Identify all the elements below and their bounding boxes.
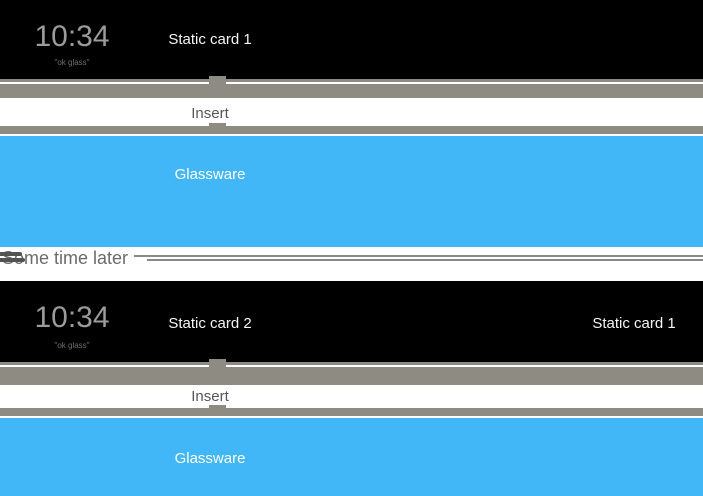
voice-hint-label: "ok glass" (54, 341, 90, 350)
insertion-marker-tab-bottom (209, 405, 226, 409)
timeline-bar-before: 10:34 "ok glass" Static card 1 (0, 0, 703, 79)
divider-line-right-1 (134, 254, 703, 257)
static-card-1-label: Static card 1 (592, 315, 676, 332)
insert-label: Insert (191, 105, 229, 122)
timeline-strip-thin (0, 79, 703, 82)
divider-line-left-1 (0, 252, 22, 256)
static-card-1-label: Static card 1 (168, 31, 252, 48)
divider-line-left-2 (0, 258, 25, 262)
clock-time: 10:34 (34, 20, 110, 53)
glassware-label: Glassware (174, 450, 246, 467)
glassware-card: Glassware (0, 418, 703, 496)
timeline-bar-after: 10:34 "ok glass" Static card 2 Static ca… (0, 281, 703, 362)
static-card-2-label: Static card 2 (168, 315, 252, 332)
insert-label: Insert (191, 388, 229, 405)
insertion-marker-tab-bottom (209, 123, 226, 127)
glassware-card: Glassware (0, 136, 703, 247)
timeline-strip-thin (0, 362, 703, 365)
divider-line-right-2 (147, 258, 703, 261)
timeline-strip-bottom (0, 126, 703, 134)
timeline-strip-thick (0, 84, 703, 98)
glassware-label: Glassware (174, 166, 246, 183)
clock-time: 10:34 (34, 301, 110, 334)
voice-hint-label: "ok glass" (54, 58, 90, 67)
timeline-strip-bottom (0, 408, 703, 416)
divider-label: Some time later (2, 248, 129, 268)
timeline-strip-thick (0, 367, 703, 385)
